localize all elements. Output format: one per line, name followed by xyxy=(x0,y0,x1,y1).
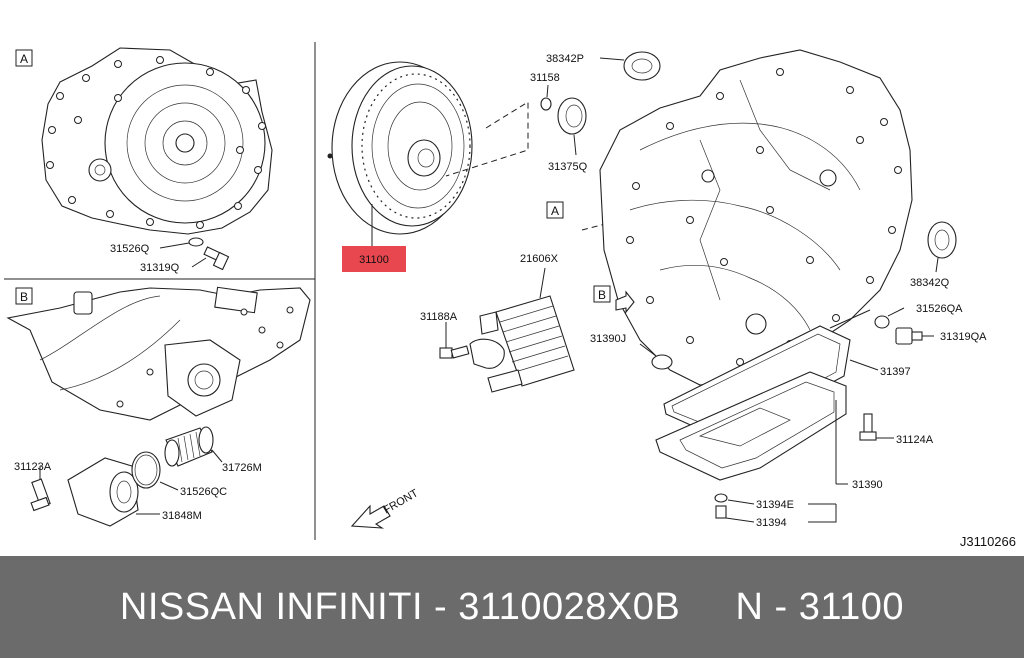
drain-plug-washer-a xyxy=(159,237,204,249)
gasket-31390J xyxy=(639,343,673,370)
section-a-label: A xyxy=(15,49,33,67)
oil-pan-gasket-31397 xyxy=(663,309,879,441)
part-number-banner: NISSAN INFINITI - 3110028X0B N - 31100 xyxy=(0,556,1024,658)
diagram-code: J3110266 xyxy=(960,534,1016,549)
svg-text:A: A xyxy=(551,204,559,218)
part-label-31390: 31390 xyxy=(852,479,883,491)
svg-text:B: B xyxy=(20,290,28,304)
svg-text:B: B xyxy=(598,288,606,302)
drain-plug-bolt-a xyxy=(191,246,230,271)
part-label-31319QA: 31319QA xyxy=(940,331,987,343)
part-label-31726M: 31726M xyxy=(222,462,262,474)
filter-cover-31848M xyxy=(67,457,160,527)
oil-seal-31375Q xyxy=(557,97,587,156)
torque-converter-31100 xyxy=(327,61,473,246)
part-label-31394E: 31394E xyxy=(756,499,794,511)
part-label-31848M: 31848M xyxy=(162,510,202,522)
part-label-31390J: 31390J xyxy=(590,333,626,345)
bolt-31123A xyxy=(30,466,51,512)
oil-seal-38342P xyxy=(599,51,661,81)
washer-31526QA xyxy=(874,307,905,329)
part-label-31158: 31158 xyxy=(530,72,560,84)
part-label-31397: 31397 xyxy=(880,366,911,378)
part-label-38342P: 38342P xyxy=(546,53,584,65)
transmission-case xyxy=(599,49,913,386)
part-label-31123A: 31123A xyxy=(14,461,52,473)
callout-b: B xyxy=(593,285,635,314)
callout-a: A xyxy=(546,201,564,219)
front-arrow-icon: FRONT xyxy=(350,487,421,529)
part-label-31526Q: 31526Q xyxy=(110,243,150,255)
washer-31394E xyxy=(714,493,755,505)
bolt-31188A xyxy=(439,322,470,359)
oil-seal-38342Q xyxy=(927,221,957,273)
front-label: FRONT xyxy=(382,487,421,516)
o-ring-31158 xyxy=(540,84,552,111)
part-label-31100-highlight: 31100 xyxy=(342,246,406,272)
drain-plug-31319QA xyxy=(895,327,934,345)
part-label-31124A: 31124A xyxy=(896,434,934,446)
part-label-31188A: 31188A xyxy=(420,311,458,323)
part-label-21606X: 21606X xyxy=(520,253,559,265)
bracket-31390 xyxy=(808,503,837,523)
bolt-31124A xyxy=(859,413,894,441)
oil-cooler-21606X xyxy=(469,267,575,393)
part-label-31319Q: 31319Q xyxy=(140,262,180,274)
part-label-31375Q: 31375Q xyxy=(548,161,588,173)
transmission-housing-detail-view xyxy=(6,286,311,421)
svg-text:A: A xyxy=(20,52,28,66)
alignment-line-converter xyxy=(445,101,529,177)
o-ring-31526QC xyxy=(131,451,179,491)
oil-pan-31390 xyxy=(655,371,848,485)
transmission-housing-front-view xyxy=(41,47,273,235)
part-label-38342Q: 38342Q xyxy=(910,277,950,289)
parts-diagram: A 31526Q 31319Q B xyxy=(4,42,1016,549)
drain-bolt-31394 xyxy=(715,505,755,523)
svg-text:31100: 31100 xyxy=(359,254,389,266)
part-label-31394: 31394 xyxy=(756,517,787,529)
oil-filter-31726M xyxy=(164,426,223,467)
part-label-31526QA: 31526QA xyxy=(916,303,963,315)
section-b-label: B xyxy=(15,287,33,305)
part-label-31526QC: 31526QC xyxy=(180,486,227,498)
part-number-text: NISSAN INFINITI - 3110028X0B N - 31100 xyxy=(119,585,905,628)
